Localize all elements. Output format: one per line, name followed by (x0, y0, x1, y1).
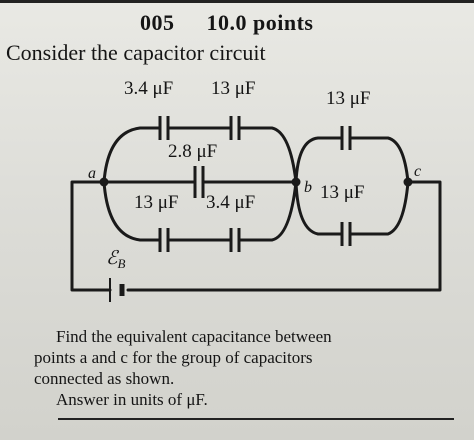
node-b-label: b (304, 179, 312, 196)
capacitor-c3-label: 2.8 μF (168, 141, 217, 162)
battery-label: ℰB (106, 248, 126, 271)
capacitor-c6-label: 13 μF (326, 88, 371, 109)
capacitor-c4-label: 13 μF (134, 192, 179, 213)
node-a-label: a (88, 165, 96, 182)
node-c-label: c (414, 163, 421, 180)
question-line-3: connected as shown. (34, 369, 175, 388)
wire-bc-upper (294, 136, 410, 184)
question-line-4: Answer in units of μF. (56, 390, 208, 409)
problem-points: 10.0 points (206, 10, 314, 35)
capacitor-c5-label: 3.4 μF (206, 192, 255, 213)
problem-intro: Consider the capacitor circuit (6, 40, 266, 65)
wire-ab-lower (102, 180, 298, 242)
wire-ab-upper (102, 126, 298, 184)
capacitor-c7-label: 13 μF (320, 182, 365, 203)
question-line-1: Find the equivalent capacitance between (56, 327, 332, 346)
wire-bc-lower (294, 180, 410, 236)
top-rule (0, 0, 474, 3)
answer-input-line[interactable] (58, 418, 454, 420)
node-c-dot (403, 177, 413, 187)
node-b-dot (291, 177, 301, 187)
problem-number: 005 (140, 10, 175, 35)
problem-header: 005 10.0 points (140, 10, 313, 36)
node-a-dot (99, 177, 109, 187)
capacitor-c2-label: 13 μF (211, 78, 256, 99)
wire-outer-right (126, 180, 442, 292)
wire-outer-left (70, 180, 112, 292)
question-text: Find the equivalent capacitance between … (34, 326, 454, 410)
question-line-2: points a and c for the group of capacito… (34, 348, 313, 367)
capacitor-c1-label: 3.4 μF (124, 78, 173, 99)
